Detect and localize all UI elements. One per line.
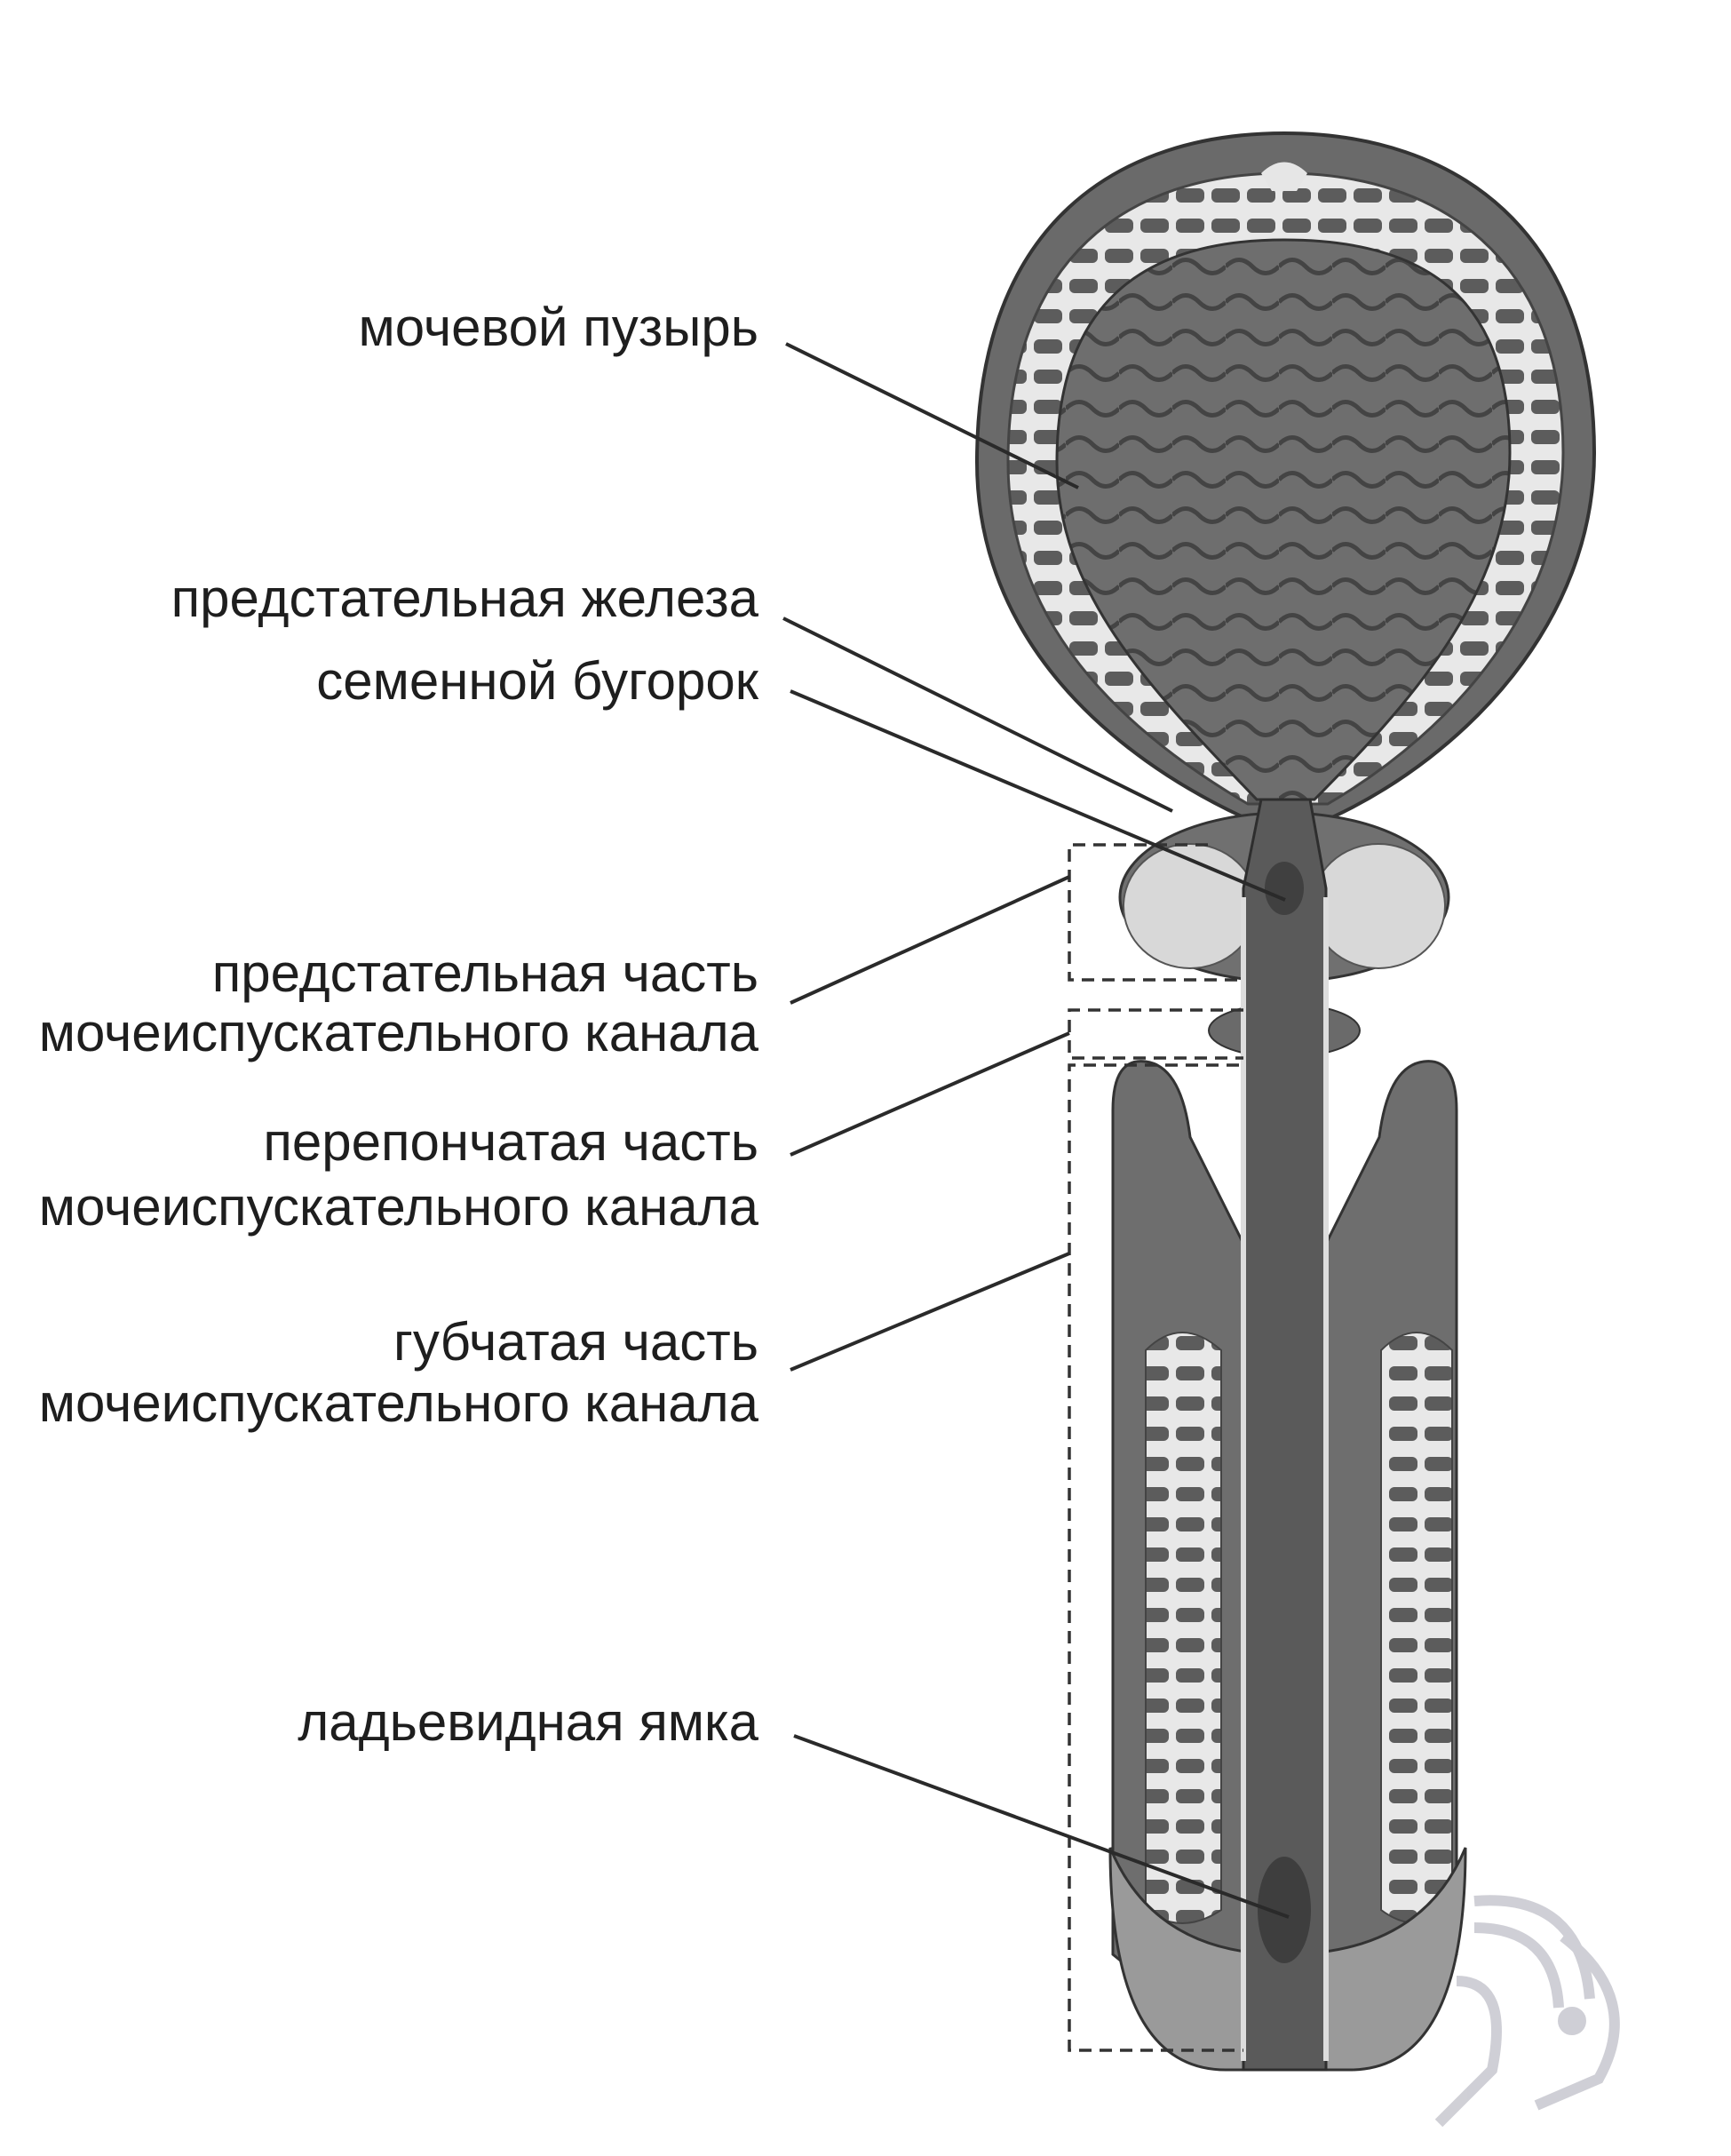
label-membranous-part-line1: перепончатая часть [263, 1112, 758, 1172]
bladder [974, 131, 1597, 819]
label-spongy-part-line2: мочеиспускательного канала [39, 1373, 759, 1433]
label-prostatic-part-line1: предстательная часть [212, 943, 758, 1003]
corpora-cavernosa [1111, 1060, 1458, 2065]
leader-line-prostate [782, 617, 1173, 813]
leader-line-colliculus [790, 689, 1286, 902]
leader-line-prostatic-part [790, 875, 1070, 1005]
label-prostatic-part-line2: мочеиспускательного канала [39, 1003, 759, 1062]
label-spongy-part-line1: губчатая часть [393, 1312, 758, 1372]
watermark-logo [1434, 1895, 1620, 2128]
label-bladder: мочевой пузырь [359, 298, 758, 357]
leader-line-spongy-part [790, 1252, 1070, 1372]
urethra [1241, 798, 1329, 2072]
label-membranous-part-line2: мочеиспускательного канала [39, 1177, 759, 1237]
urethra-section-brackets [1068, 843, 1243, 2052]
leader-line-navicular-fossa [793, 1734, 1290, 1919]
label-prostate-gland: предстательная железа [171, 569, 759, 628]
navicular-fossa-shape [1258, 1857, 1311, 1963]
spongy-part-bracket [1068, 1063, 1243, 2052]
prostatic-part-bracket [1068, 843, 1243, 982]
leader-line-membranous-part [790, 1031, 1070, 1157]
label-seminal-colliculus: семенной бугорок [316, 651, 759, 711]
membranous-part-bracket [1068, 1008, 1243, 1060]
leader-line-bladder [785, 342, 1079, 489]
label-navicular-fossa: ладьевидная ямка [298, 1692, 758, 1752]
seminal-colliculus-shape [1265, 862, 1304, 915]
